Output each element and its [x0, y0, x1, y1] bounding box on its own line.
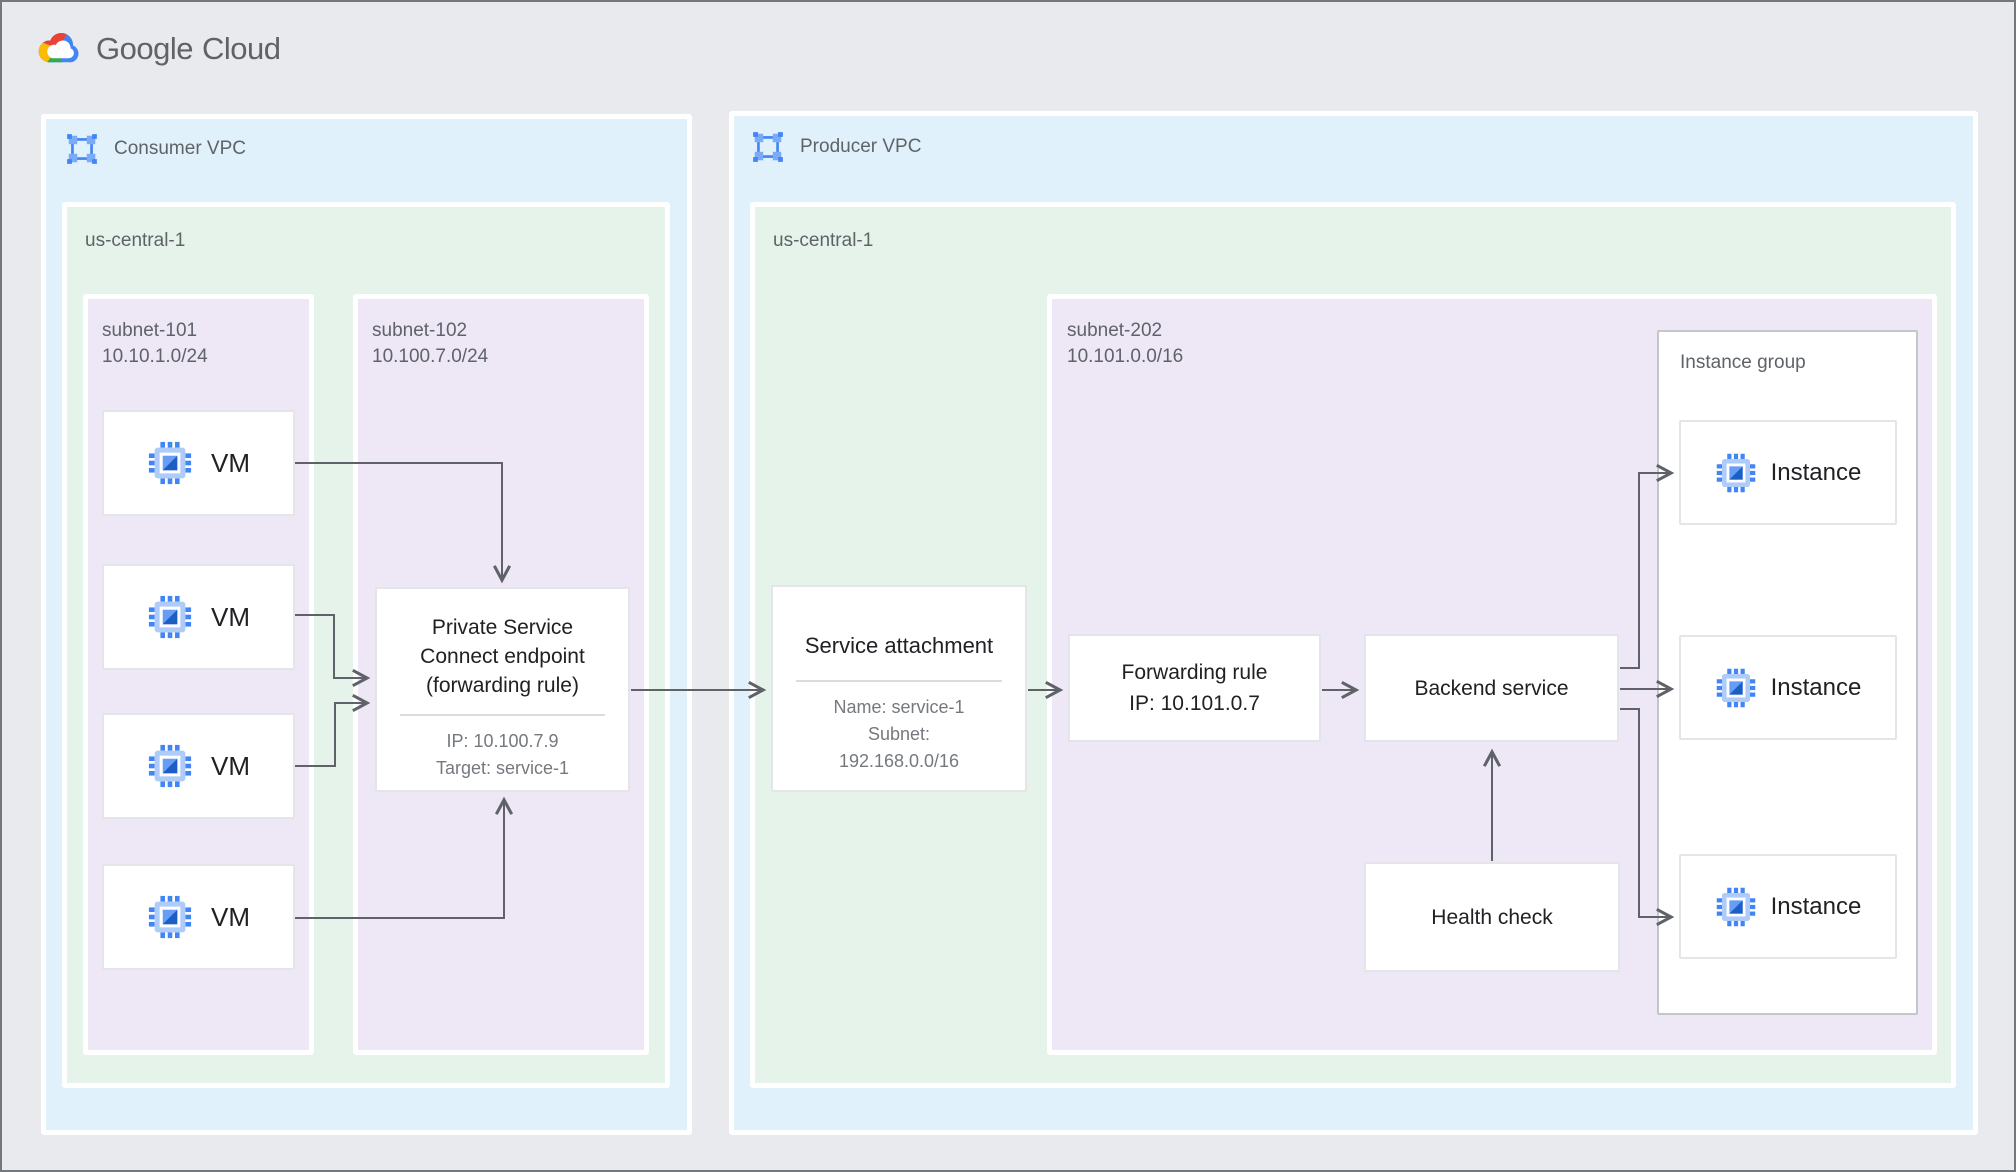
service-attachment-title: Service attachment	[804, 633, 994, 658]
vm-label: VM	[211, 750, 250, 781]
vpc-network-icon	[67, 134, 97, 164]
vm-label: VM	[211, 447, 250, 478]
compute-engine-icon	[148, 744, 192, 788]
vm-node-3: VM	[102, 713, 295, 819]
divider	[399, 714, 606, 716]
forwarding-rule-ip: IP: 10.101.0.7	[1129, 692, 1260, 715]
psc-endpoint-title: Private Service Connect endpoint (forwar…	[420, 616, 585, 697]
producer-region-label: us-central-1	[773, 230, 874, 251]
google-cloud-logo-icon	[38, 33, 79, 63]
service-attachment-subnet-cidr: 192.168.0.0/16	[838, 751, 960, 771]
backend-service-title: Backend service	[1414, 676, 1569, 700]
compute-engine-icon	[1716, 887, 1755, 926]
subnet-102-label: subnet-102 10.100.7.0/24	[372, 320, 489, 367]
vm-node-4: VM	[102, 864, 295, 970]
instance-label: Instance	[1770, 673, 1862, 701]
consumer-vpc-label-row: Consumer VPC	[65, 132, 246, 166]
backend-service-node: Backend service	[1364, 634, 1619, 742]
compute-engine-icon	[148, 895, 192, 939]
health-check-title: Health check	[1431, 905, 1553, 929]
instance-label: Instance	[1770, 458, 1862, 486]
compute-engine-icon	[148, 441, 192, 485]
vm-label: VM	[211, 901, 250, 932]
logo-word-google: Google	[96, 31, 193, 66]
vm-node-2: VM	[102, 564, 295, 670]
health-check-node: Health check	[1364, 862, 1620, 972]
service-attachment-name: Name: service-1	[833, 697, 965, 717]
instance-node-3: Instance	[1679, 854, 1897, 959]
psc-endpoint-ip: IP: 10.100.7.9	[446, 731, 559, 751]
consumer-region-label: us-central-1	[85, 230, 186, 251]
producer-vpc-label-row: Producer VPC	[751, 130, 921, 164]
service-attachment-subnet-label: Subnet:	[867, 724, 931, 744]
psc-endpoint-node: Private Service Connect endpoint (forwar…	[375, 587, 630, 792]
instance-node-1: Instance	[1679, 420, 1897, 525]
forwarding-rule-title: Forwarding rule	[1121, 661, 1268, 684]
vpc-network-icon	[753, 132, 783, 162]
instance-node-2: Instance	[1679, 635, 1897, 740]
consumer-vpc-label: Consumer VPC	[114, 138, 246, 159]
compute-engine-icon	[1716, 668, 1755, 707]
psc-endpoint-target: Target: service-1	[435, 758, 570, 778]
instance-group-label: Instance group	[1680, 352, 1806, 373]
forwarding-rule-node: Forwarding rule IP: 10.101.0.7	[1068, 634, 1321, 742]
logo-word-cloud: Cloud	[201, 31, 281, 66]
subnet-202-label: subnet-202 10.101.0.0/16	[1067, 320, 1184, 367]
service-attachment-node: Service attachment Name: service-1 Subne…	[771, 585, 1027, 792]
compute-engine-icon	[1716, 453, 1755, 492]
producer-vpc-label: Producer VPC	[800, 136, 922, 157]
divider	[795, 680, 1003, 682]
instance-label: Instance	[1770, 892, 1862, 920]
compute-engine-icon	[148, 595, 192, 639]
vm-label: VM	[211, 601, 250, 632]
subnet-101-label: subnet-101 10.10.1.0/24	[102, 320, 208, 367]
vm-node-1: VM	[102, 410, 295, 516]
